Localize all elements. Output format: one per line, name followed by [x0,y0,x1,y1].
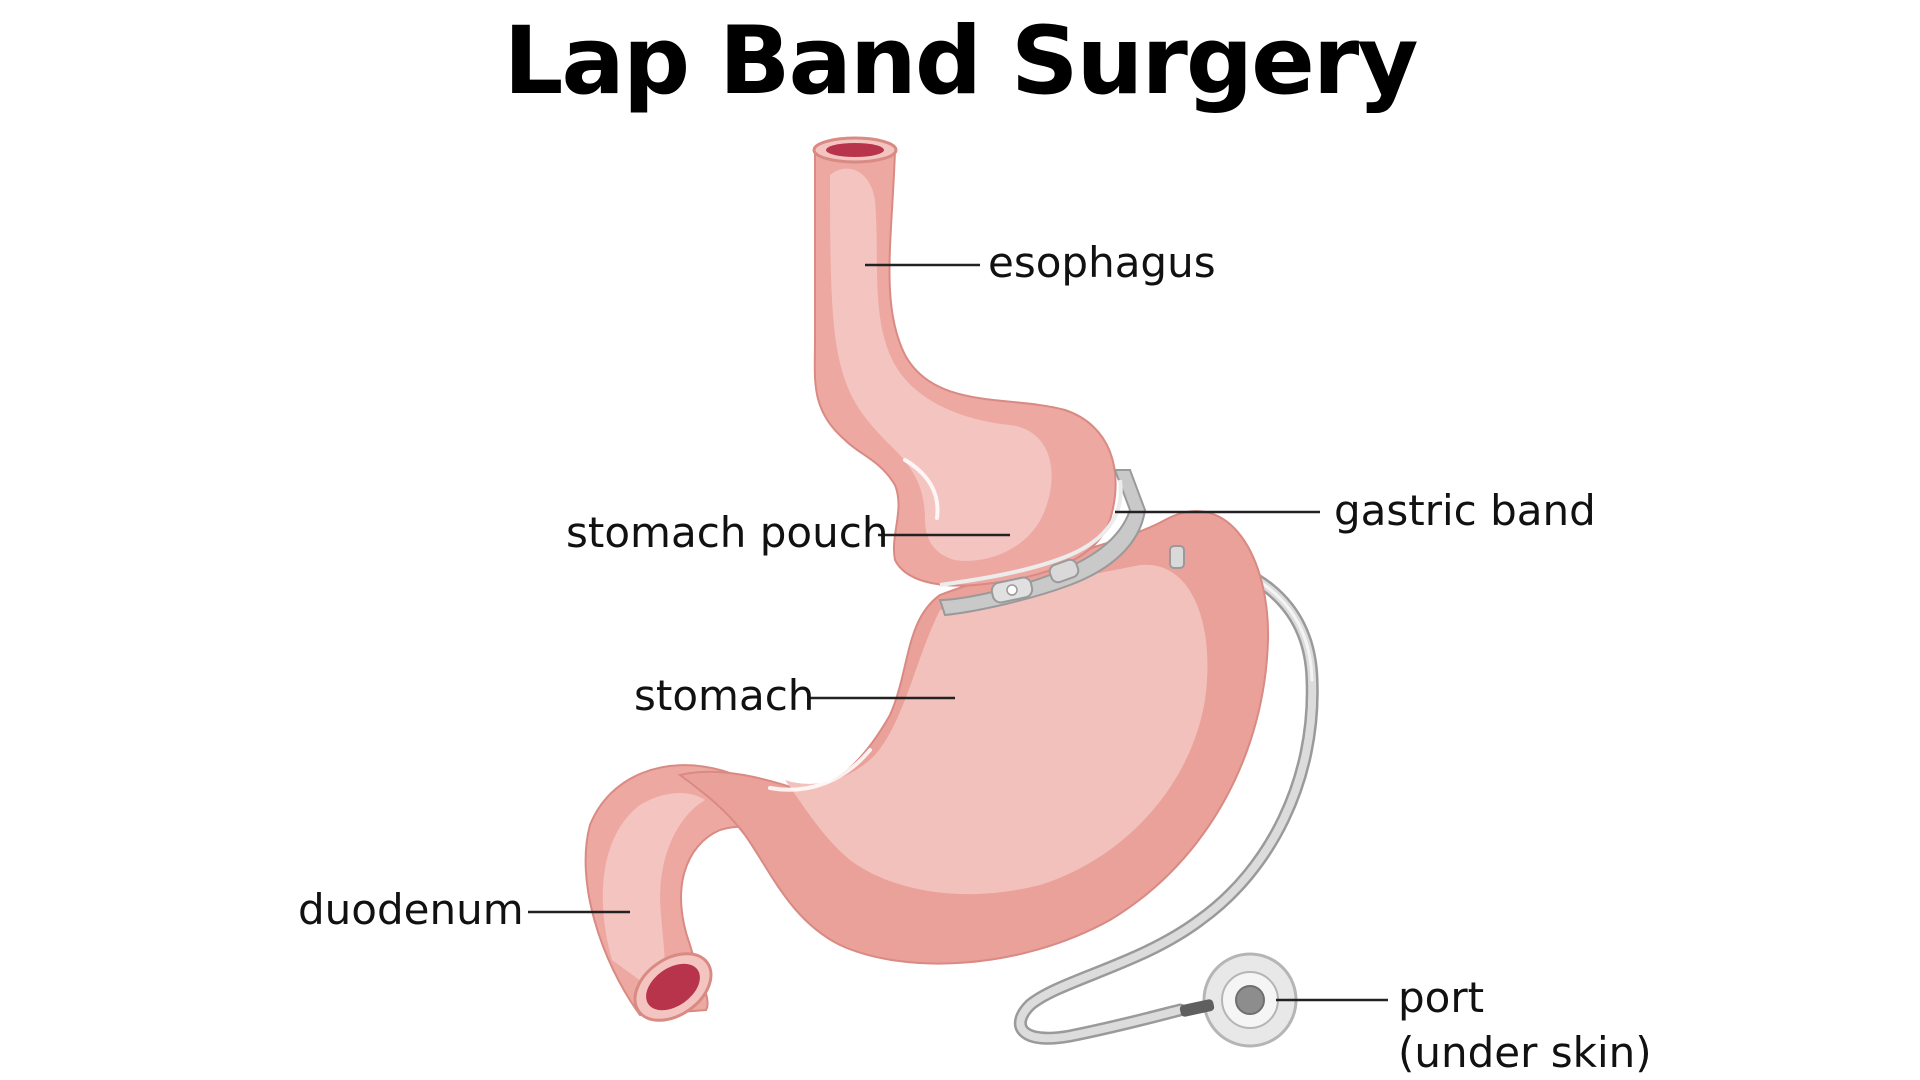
label-stomach-pouch: stomach pouch [566,508,889,557]
port-shape [1179,952,1298,1048]
label-port: port [1398,973,1485,1022]
label-port-note: (under skin) [1398,1028,1652,1077]
gastric-band-shape [938,469,1185,617]
duodenum-shape [584,764,798,1022]
label-duodenum: duodenum [298,885,524,934]
label-gastric-band: gastric band [1334,486,1596,535]
diagram-title: Lap Band Surgery [503,7,1418,116]
label-stomach: stomach [634,671,815,720]
stomach-shape [677,510,1270,965]
label-esophagus: esophagus [988,238,1216,287]
leader-lines [528,263,1388,1002]
